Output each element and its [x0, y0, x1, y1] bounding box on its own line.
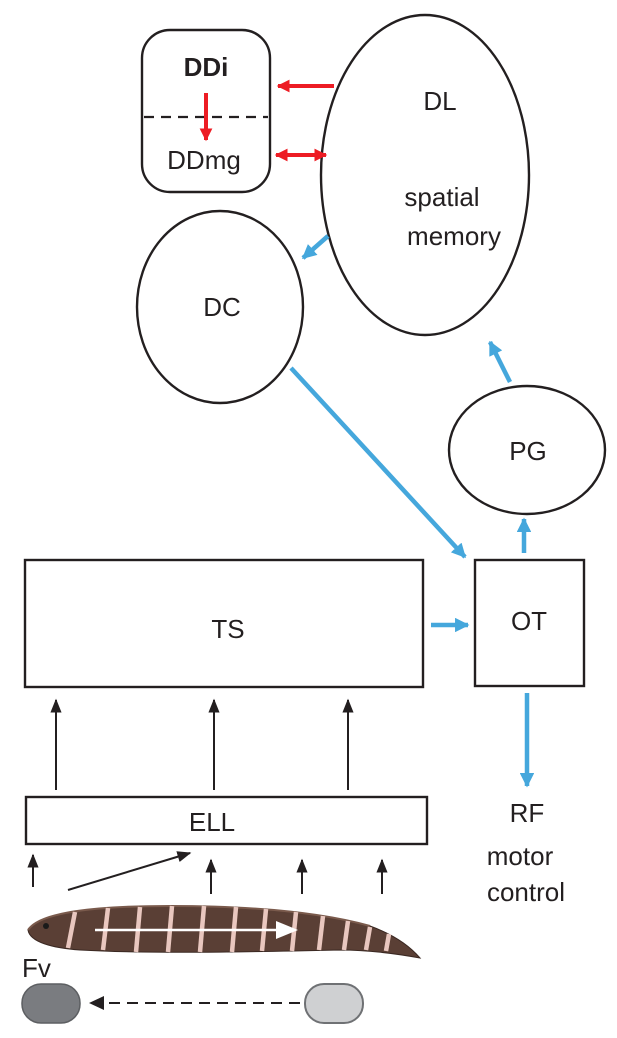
object-movement: [21, 983, 364, 1024]
ts-node: TS: [23, 558, 425, 689]
dc-node: DC: [135, 209, 305, 405]
blue-arrows: [289, 234, 535, 788]
ts-label: TS: [211, 614, 244, 644]
arrow-dc-to-ot: [289, 366, 467, 559]
arrow-input-diagonal: [67, 851, 192, 891]
black-arrows: [27, 698, 388, 894]
fish-icon: Fv: [22, 904, 422, 983]
ddi-label: DDi: [184, 52, 229, 82]
pg-node: PG: [447, 384, 607, 516]
pg-label: PG: [509, 436, 547, 466]
rf-sublabel-motor: motor: [487, 841, 554, 871]
ell-node: ELL: [24, 795, 429, 846]
dc-label: DC: [203, 292, 241, 322]
dl-sublabel-memory: memory: [407, 221, 501, 251]
ot-label: OT: [511, 606, 547, 636]
red-arrows: [199, 79, 334, 162]
rf-sublabel-control: control: [487, 877, 565, 907]
arrow-pg-to-dl: [487, 340, 513, 384]
object-light: [304, 983, 364, 1024]
ot-node: OT: [473, 558, 586, 688]
object-dark: [21, 983, 81, 1024]
rf-output-label: RF motor control: [487, 798, 565, 907]
fv-label: Fv: [22, 953, 51, 983]
dl-node: DL spatial memory: [319, 13, 531, 337]
ell-label: ELL: [189, 807, 235, 837]
dl-sublabel-spatial: spatial: [404, 182, 479, 212]
dl-label: DL: [423, 86, 456, 116]
arrow-dl-to-dc: [301, 234, 330, 260]
rf-label: RF: [510, 798, 545, 828]
ddmg-label: DDmg: [167, 145, 241, 175]
